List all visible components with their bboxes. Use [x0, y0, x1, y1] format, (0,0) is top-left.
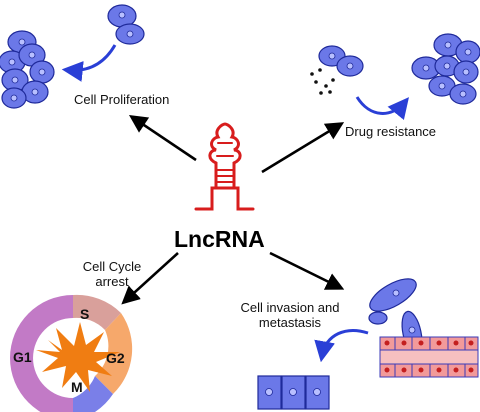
arrow-to-invasion [269, 251, 345, 290]
arrow-to-drug-resistance [261, 122, 345, 174]
cell-invasion-line1: Cell invasion and [240, 300, 340, 315]
lncrna-label: LncRNA [174, 226, 265, 252]
proliferation-curved-arrow [61, 44, 117, 82]
phase-g1-label: G1 [13, 349, 32, 365]
drug-resistance-label: Drug resistance [345, 124, 437, 139]
proliferation-cell-cluster [0, 30, 55, 109]
drug-particles [310, 68, 335, 95]
cell-invasion-label: Cell invasion and metastasis [231, 300, 349, 330]
proliferation-dividing-cells [107, 4, 145, 45]
drug-resistance-curved-arrow [355, 96, 409, 121]
phase-s-label: S [80, 306, 89, 322]
cell-cycle-arrest-burst-icon [36, 322, 120, 392]
drug-resistance-cells [318, 45, 364, 77]
phase-s-segment [73, 294, 121, 330]
cell-proliferation-label: Cell Proliferation [74, 92, 170, 107]
phase-g2-label: G2 [106, 350, 125, 366]
cell-cycle-ring: S G2 M G1 [10, 294, 133, 412]
cell-cycle-arrest-line2: arrest [95, 274, 129, 289]
lncrna-hairpin-icon [194, 122, 255, 211]
cell-invasion-line2: metastasis [258, 315, 322, 330]
cell-cycle-arrest-line1: Cell Cycle [82, 259, 142, 274]
invasion-curved-arrow [314, 329, 369, 363]
phase-m-label: M [71, 379, 83, 395]
proliferation-nuclei [8, 38, 46, 102]
cell-cycle-arrest-label: Cell Cycle arrest [77, 259, 147, 289]
blood-vessel [379, 336, 479, 378]
epithelial-cells [257, 375, 330, 410]
arrow-to-cell-cycle-arrest [121, 252, 179, 305]
phase-g1-segment [10, 295, 73, 412]
phase-m-segment [73, 376, 113, 412]
arrow-to-proliferation [128, 114, 197, 162]
